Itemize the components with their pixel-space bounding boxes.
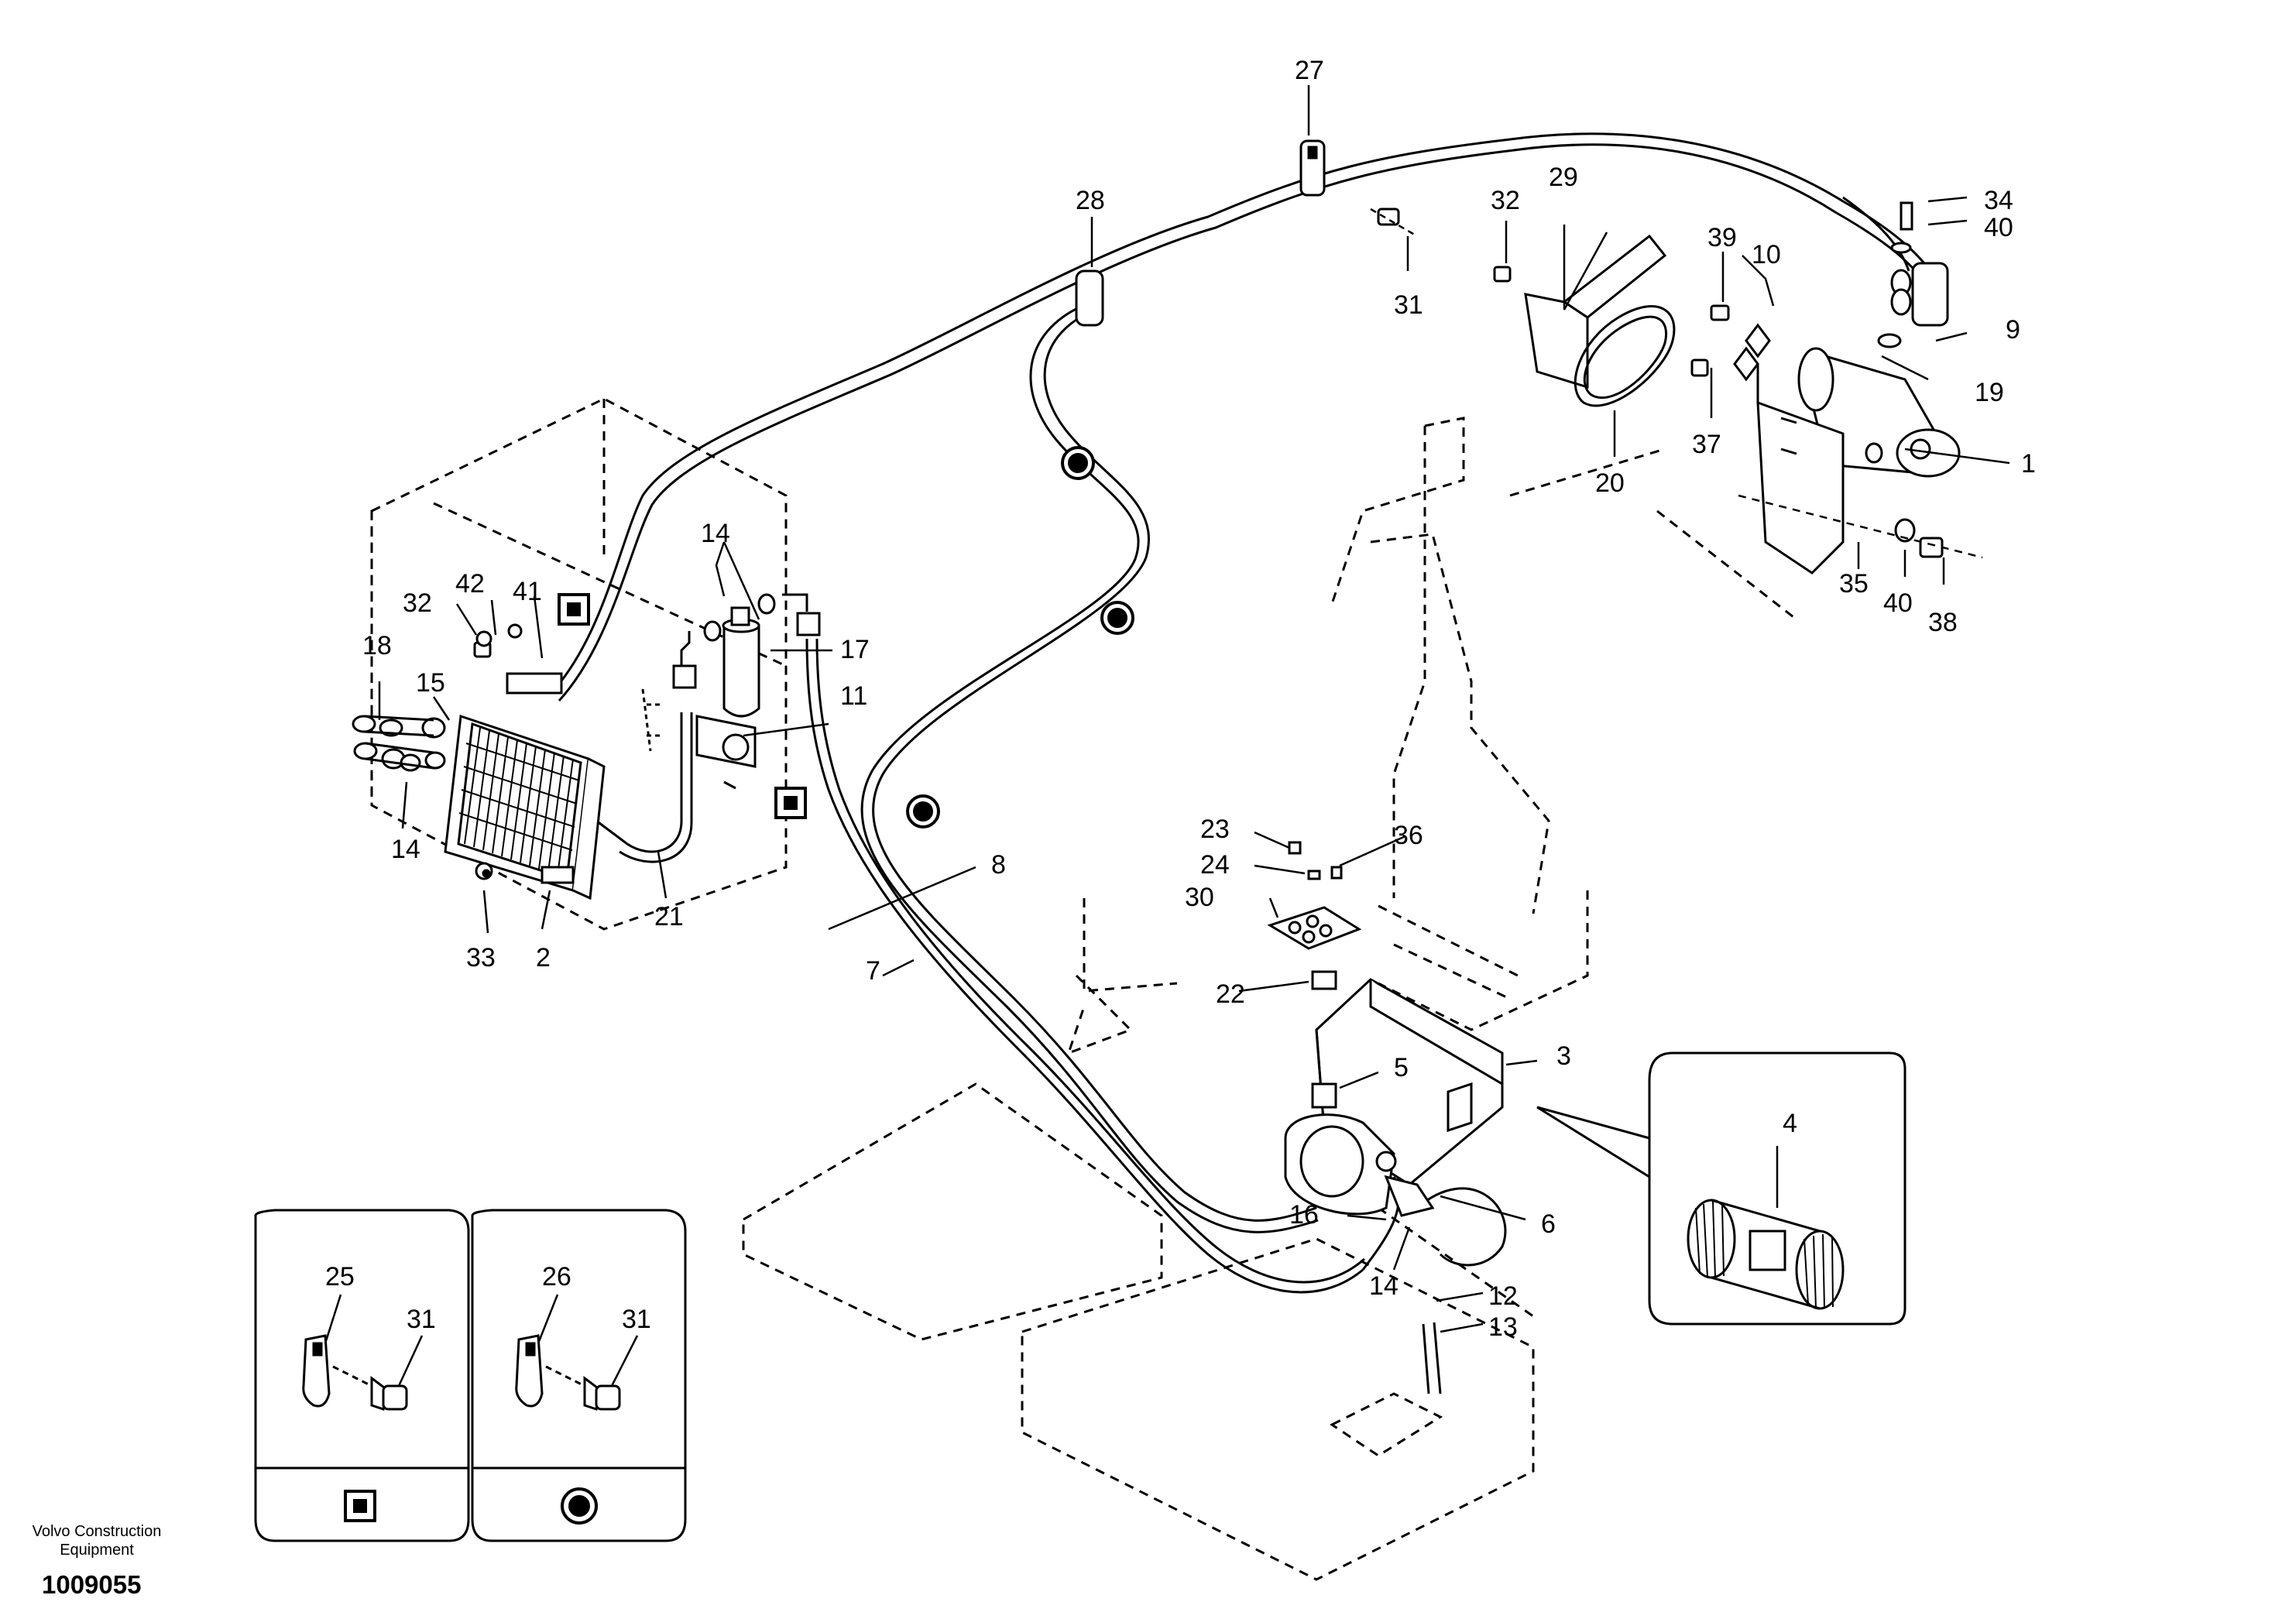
belt-guard-bracket xyxy=(1524,234,1667,389)
callout-33: 33 xyxy=(466,943,496,972)
callout-32: 32 xyxy=(1491,186,1520,215)
clamp-26-icon xyxy=(515,1334,621,1411)
legend-box-square xyxy=(254,1209,470,1542)
evaporator-unit xyxy=(1284,978,1504,1217)
callout-31b: 31 xyxy=(407,1305,436,1334)
callout-28: 28 xyxy=(1076,186,1105,215)
callout-1: 1 xyxy=(2021,449,2036,478)
callout-10: 10 xyxy=(1752,240,1781,269)
callout-14c: 14 xyxy=(1369,1271,1399,1301)
callout-labels: 27 28 31 32 29 34 40 39 10 9 19 1 37 20 … xyxy=(325,56,2036,1342)
hose-assembly xyxy=(550,132,1937,1394)
leader-lines xyxy=(378,85,2010,1333)
callout-17: 17 xyxy=(840,635,870,664)
blower-fan-icon xyxy=(1687,1199,1845,1310)
callout-35: 35 xyxy=(1839,569,1869,599)
cab-outline-right xyxy=(1066,417,1797,1055)
frame-outline-bottom xyxy=(742,1082,1535,1581)
drawing-number: 1009055 xyxy=(42,1570,142,1599)
callout-41: 41 xyxy=(513,577,542,606)
brand-line-2: Equipment xyxy=(60,1542,134,1559)
detail-inset-fan xyxy=(1536,1051,1906,1326)
callout-36: 36 xyxy=(1394,821,1423,850)
legend-leaders xyxy=(324,1294,639,1387)
callout-27: 27 xyxy=(1295,56,1324,85)
condenser-fittings xyxy=(352,672,563,880)
callout-29: 29 xyxy=(1549,163,1578,192)
callout-9: 9 xyxy=(2006,315,2020,345)
callout-15: 15 xyxy=(416,668,445,698)
callout-42: 42 xyxy=(455,569,485,599)
callout-25: 25 xyxy=(325,1262,355,1291)
square-markers xyxy=(558,593,807,819)
legend-box-circle xyxy=(471,1209,687,1542)
callout-12: 12 xyxy=(1488,1281,1518,1311)
callout-13: 13 xyxy=(1488,1312,1518,1342)
control-panel-parts xyxy=(1267,841,1362,990)
condenser xyxy=(444,714,606,900)
circle-marker-icon xyxy=(561,1487,598,1525)
callout-38: 38 xyxy=(1928,608,1958,637)
callout-30: 30 xyxy=(1185,883,1214,912)
callout-23: 23 xyxy=(1200,815,1230,844)
brand-caption: Volvo Construction Equipment xyxy=(0,1522,194,1559)
callout-14b: 14 xyxy=(391,835,420,864)
callout-3: 3 xyxy=(1556,1041,1571,1071)
callout-26: 26 xyxy=(542,1262,571,1291)
callout-19: 19 xyxy=(1975,378,2004,407)
receiver-drier xyxy=(672,593,821,718)
callout-8: 8 xyxy=(991,850,1006,880)
brand-line-1: Volvo Construction xyxy=(32,1523,162,1540)
callout-2: 2 xyxy=(536,943,551,972)
callout-20: 20 xyxy=(1595,468,1625,498)
callout-5: 5 xyxy=(1394,1053,1409,1082)
callout-40b: 40 xyxy=(1883,588,1913,618)
callout-32a: 32 xyxy=(403,588,432,618)
drive-belt xyxy=(1574,305,1676,407)
callout-16: 16 xyxy=(1289,1200,1319,1230)
compressor-fittings xyxy=(1733,201,1949,403)
callout-39: 39 xyxy=(1707,223,1737,252)
callout-7: 7 xyxy=(866,956,880,986)
square-marker-icon xyxy=(344,1490,376,1522)
callout-31c: 31 xyxy=(622,1305,651,1334)
circle-markers xyxy=(906,446,1134,828)
clamp-25-icon xyxy=(302,1334,408,1411)
callout-40: 40 xyxy=(1984,213,2013,242)
callout-4: 4 xyxy=(1783,1109,1797,1138)
callout-18: 18 xyxy=(362,631,392,660)
callout-22: 22 xyxy=(1216,979,1245,1009)
callout-14a: 14 xyxy=(701,519,730,548)
callout-31: 31 xyxy=(1394,290,1423,320)
callout-24: 24 xyxy=(1200,850,1230,880)
callout-21: 21 xyxy=(654,902,684,931)
callout-34: 34 xyxy=(1984,186,2013,215)
callout-11: 11 xyxy=(840,681,867,711)
hose-clamp-28 xyxy=(1075,269,1104,327)
hose-clamp-27 xyxy=(1299,139,1326,197)
drier-bracket xyxy=(641,688,757,790)
callout-6: 6 xyxy=(1541,1209,1556,1239)
fastener-bolts xyxy=(473,208,1944,658)
callout-37: 37 xyxy=(1692,430,1721,459)
